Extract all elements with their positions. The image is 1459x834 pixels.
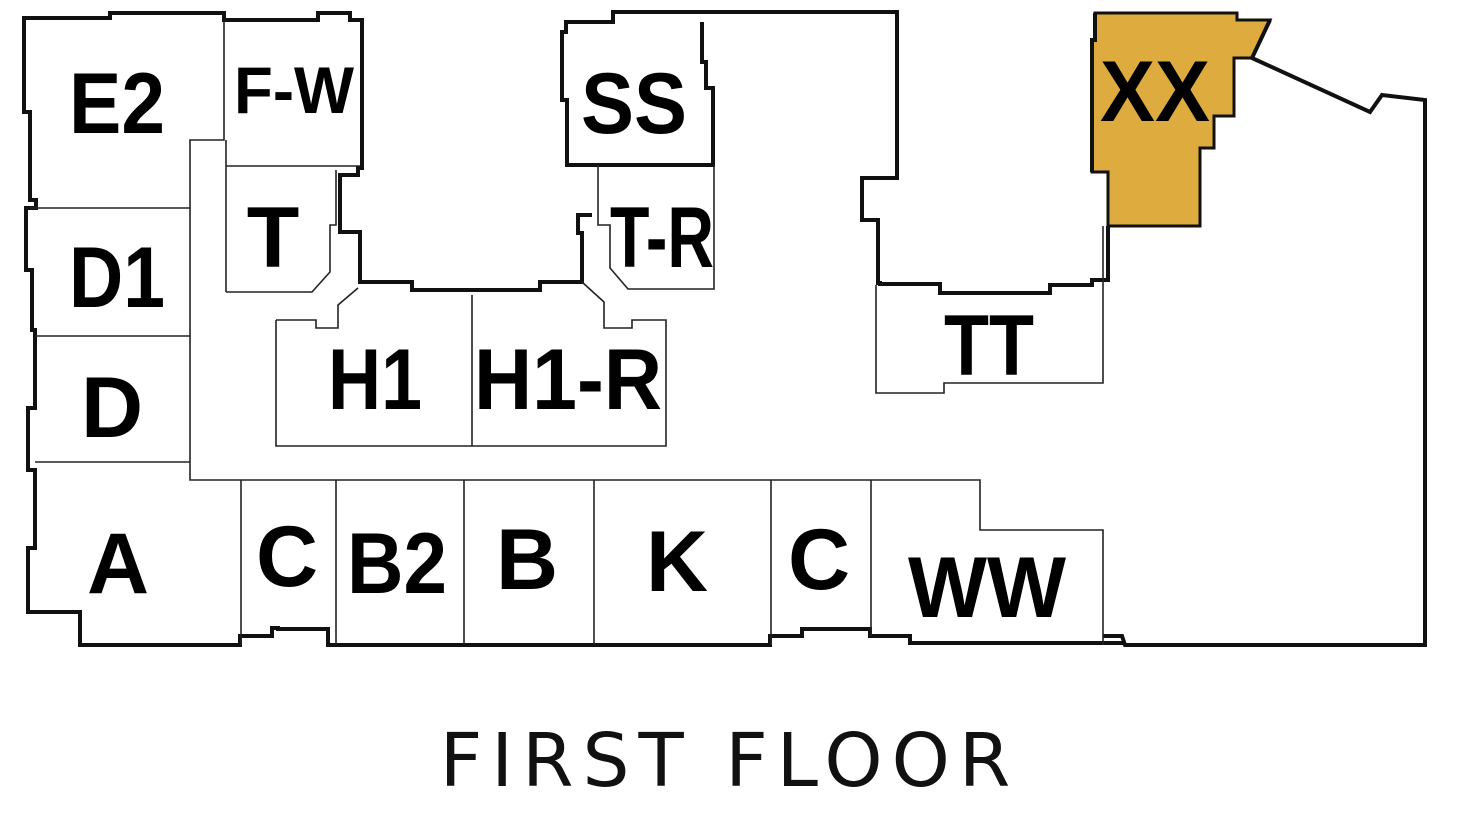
unit-label-k[interactable]: K (646, 514, 708, 610)
floor-plan-svg: E2 F-W SS XX T T-R D1 TT H1 H1-R D A C B… (22, 10, 1427, 647)
unit-label-t-r[interactable]: T-R (610, 190, 714, 286)
unit-label-t[interactable]: T (247, 190, 300, 286)
unit-label-f-w[interactable]: F-W (234, 53, 355, 127)
exterior-wall-main (1090, 13, 1097, 172)
unit-label-a[interactable]: A (87, 516, 149, 612)
floor-plan: E2 F-W SS XX T T-R D1 TT H1 H1-R D A C B… (22, 10, 1427, 647)
unit-label-xx[interactable]: XX (1100, 44, 1210, 140)
exterior-wall-north-center (560, 10, 1110, 295)
unit-label-tt[interactable]: TT (944, 298, 1034, 394)
unit-label-ss[interactable]: SS (581, 56, 687, 152)
interior-partitions (30, 20, 1104, 645)
unit-label-ww[interactable]: WW (908, 540, 1067, 636)
unit-label-h1[interactable]: H1 (328, 332, 422, 428)
exterior-wall-east (1103, 19, 1427, 647)
unit-label-h1-r[interactable]: H1-R (474, 332, 662, 428)
floor-title: FIRST FLOOR (439, 718, 1020, 804)
unit-label-d[interactable]: D (81, 360, 143, 456)
unit-label-c-west[interactable]: C (256, 509, 318, 605)
unit-label-e2[interactable]: E2 (69, 56, 165, 152)
unit-label-d1[interactable]: D1 (69, 230, 165, 326)
unit-label-b[interactable]: B (496, 512, 558, 608)
unit-label-c-east[interactable]: C (788, 512, 850, 608)
unit-label-b2[interactable]: B2 (347, 516, 447, 612)
